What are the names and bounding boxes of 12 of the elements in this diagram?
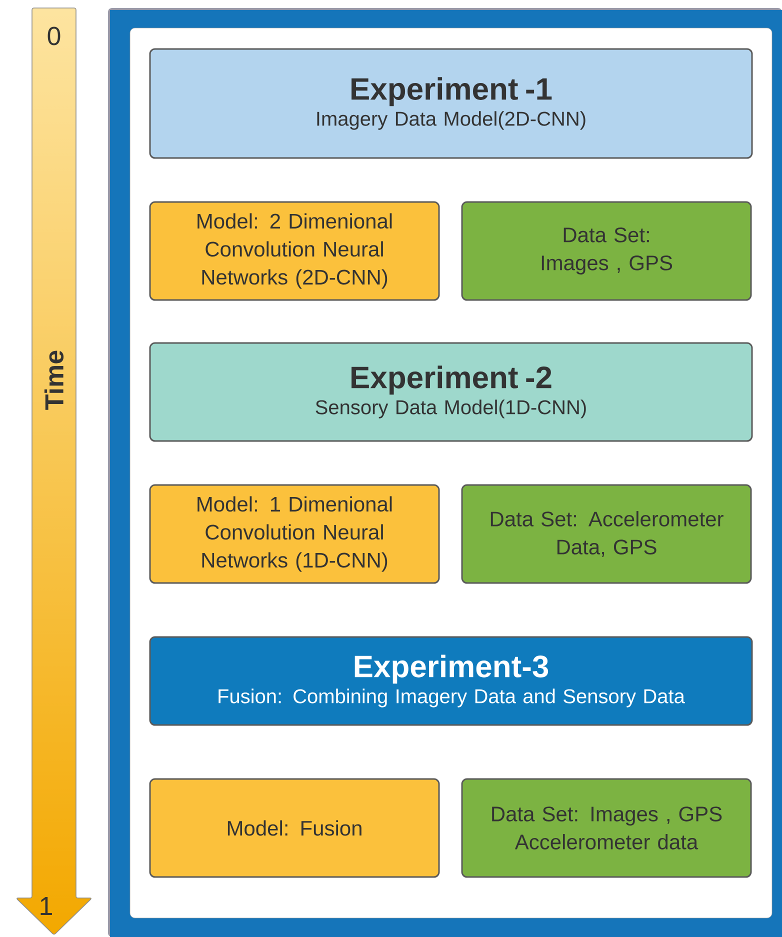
axis-label: Time bbox=[44, 350, 64, 410]
process-box: Model: 2 Dimenional Convolution Neural Networks (2D-CNN) bbox=[149, 201, 440, 301]
tick-label: 1 bbox=[40, 897, 52, 915]
process-box: Data Set: Images , GPS bbox=[461, 201, 752, 301]
tick-label: 0 bbox=[48, 26, 60, 46]
experiment-box: Experiment -2 Sensory Data Model(1D-CNN) bbox=[149, 342, 753, 442]
process-box: Data Set: Images , GPS Accelerometer data bbox=[461, 778, 752, 878]
process-box: Model: 1 Dimenional Convolution Neural Networks (1D-CNN) bbox=[149, 484, 440, 584]
experiment-box: Experiment-3 Fusion: Combining Imagery Data and Sensory Data bbox=[149, 636, 753, 726]
process-box: Data Set: Accelerometer Data, GPS bbox=[461, 484, 752, 584]
experiment-box: Experiment -1 Imagery Data Model(2D-CNN) bbox=[149, 48, 753, 159]
process-box: Model: Fusion bbox=[149, 778, 440, 878]
